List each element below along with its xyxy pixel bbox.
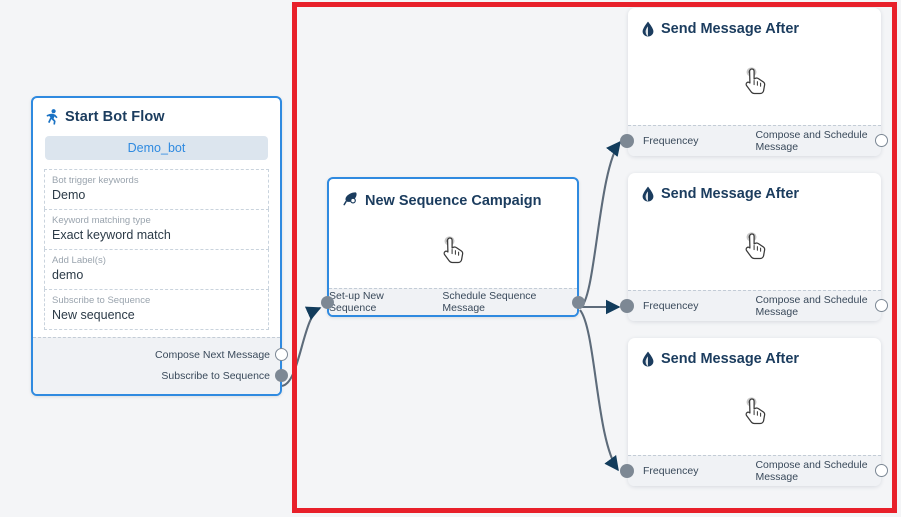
card-title: Send Message After <box>661 186 800 202</box>
port-label-frequencey: Frequencey <box>643 135 699 147</box>
field-value: Demo <box>52 188 86 202</box>
running-person-icon <box>46 109 59 125</box>
sequence-node-header: New Sequence Campaign <box>329 179 577 211</box>
field-value: New sequence <box>52 308 135 322</box>
port-dot-subscribe-to-sequence[interactable] <box>275 369 288 382</box>
new-sequence-campaign-node[interactable]: New Sequence Campaign Set-up New Sequenc… <box>321 177 585 317</box>
pointing-hand-cursor-icon <box>435 232 471 268</box>
port-dot-frequencey[interactable] <box>620 464 634 478</box>
port-label-schedule-sequence-message: Schedule Sequence Message <box>442 290 537 314</box>
card-ports: Frequencey Compose and Schedule Message <box>620 125 888 156</box>
port-dot-compose-and-schedule-message[interactable] <box>875 464 888 477</box>
sequence-node-ports: Set-up New Sequence Schedule Sequence Me… <box>321 288 585 315</box>
port-label: Subscribe to Sequence <box>161 369 270 382</box>
edge-start-to-sequence <box>280 306 322 388</box>
megaphone-icon <box>343 191 358 211</box>
card-title: Send Message After <box>661 21 800 37</box>
port-label-compose-and-schedule-message: Compose and Schedule Message <box>755 129 868 153</box>
sequence-node-title: New Sequence Campaign <box>365 193 542 209</box>
water-drop-icon <box>642 351 654 367</box>
card-title: Send Message After <box>661 351 800 367</box>
port-label-compose-and-schedule-message: Compose and Schedule Message <box>755 294 868 318</box>
sequence-node-body <box>329 211 577 288</box>
port-row-compose-next-message[interactable]: Compose Next Message <box>33 344 288 365</box>
port-dot-compose-and-schedule-message[interactable] <box>875 299 888 312</box>
start-node-fields: Bot trigger keywords Demo Keyword matchi… <box>33 169 280 330</box>
port-dot-frequencey[interactable] <box>620 299 634 313</box>
port-row-subscribe-to-sequence[interactable]: Subscribe to Sequence <box>33 365 288 386</box>
card-ports: Frequencey Compose and Schedule Message <box>620 455 888 486</box>
port-label-compose-and-schedule-message: Compose and Schedule Message <box>755 459 868 483</box>
water-drop-icon <box>642 186 654 202</box>
port-dot-compose-and-schedule-message[interactable] <box>875 134 888 147</box>
card-body <box>628 367 881 455</box>
port-dot-set-up-new-sequence[interactable] <box>321 296 334 309</box>
pointing-hand-cursor-icon <box>737 63 773 99</box>
start-node-ports: Compose Next Message Subscribe to Sequen… <box>33 337 288 394</box>
port-dot-frequencey[interactable] <box>620 134 634 148</box>
card-body <box>628 37 881 125</box>
edge-sequence-to-card-1 <box>579 140 621 309</box>
field-bot-trigger-keywords[interactable]: Bot trigger keywords Demo <box>44 169 269 209</box>
pointing-hand-cursor-icon <box>737 228 773 264</box>
card-header: Send Message After <box>628 8 881 37</box>
field-label: Add Label(s) <box>52 255 106 266</box>
send-message-after-card-3[interactable]: Send Message After Frequencey Compose an… <box>620 338 888 486</box>
field-value: Exact keyword match <box>52 228 171 242</box>
field-value: demo <box>52 268 84 282</box>
field-label: Keyword matching type <box>52 215 151 226</box>
start-node-title: Start Bot Flow <box>65 109 165 125</box>
bot-pill-wrapper: Demo_bot <box>33 132 280 169</box>
port-dot-compose-next-message[interactable] <box>275 348 288 361</box>
pointing-hand-cursor-icon <box>737 393 773 429</box>
start-node-spacer <box>33 330 280 337</box>
field-add-labels[interactable]: Add Label(s) demo <box>44 249 269 289</box>
card-ports: Frequencey Compose and Schedule Message <box>620 290 888 321</box>
port-label: Compose Next Message <box>155 348 270 361</box>
port-label-set-up-new-sequence: Set-up New Sequence <box>329 290 384 314</box>
field-label: Bot trigger keywords <box>52 175 139 186</box>
field-label: Subscribe to Sequence <box>52 295 151 306</box>
send-message-after-card-1[interactable]: Send Message After Frequencey Compose an… <box>620 8 888 156</box>
bot-name-pill[interactable]: Demo_bot <box>45 136 268 160</box>
edge-sequence-to-card-3 <box>579 309 619 472</box>
port-label-frequencey: Frequencey <box>643 300 699 312</box>
card-body <box>628 202 881 290</box>
send-message-after-card-2[interactable]: Send Message After Frequencey Compose an… <box>620 173 888 321</box>
field-subscribe-to-sequence[interactable]: Subscribe to Sequence New sequence <box>44 289 269 330</box>
start-node-header: Start Bot Flow <box>33 98 280 132</box>
start-bot-flow-node[interactable]: Start Bot Flow Demo_bot Bot trigger keyw… <box>31 96 288 396</box>
port-label-frequencey: Frequencey <box>643 465 699 477</box>
card-header: Send Message After <box>628 173 881 202</box>
water-drop-icon <box>642 21 654 37</box>
port-dot-schedule-sequence-message[interactable] <box>572 296 585 309</box>
field-keyword-matching-type[interactable]: Keyword matching type Exact keyword matc… <box>44 209 269 249</box>
card-header: Send Message After <box>628 338 881 367</box>
